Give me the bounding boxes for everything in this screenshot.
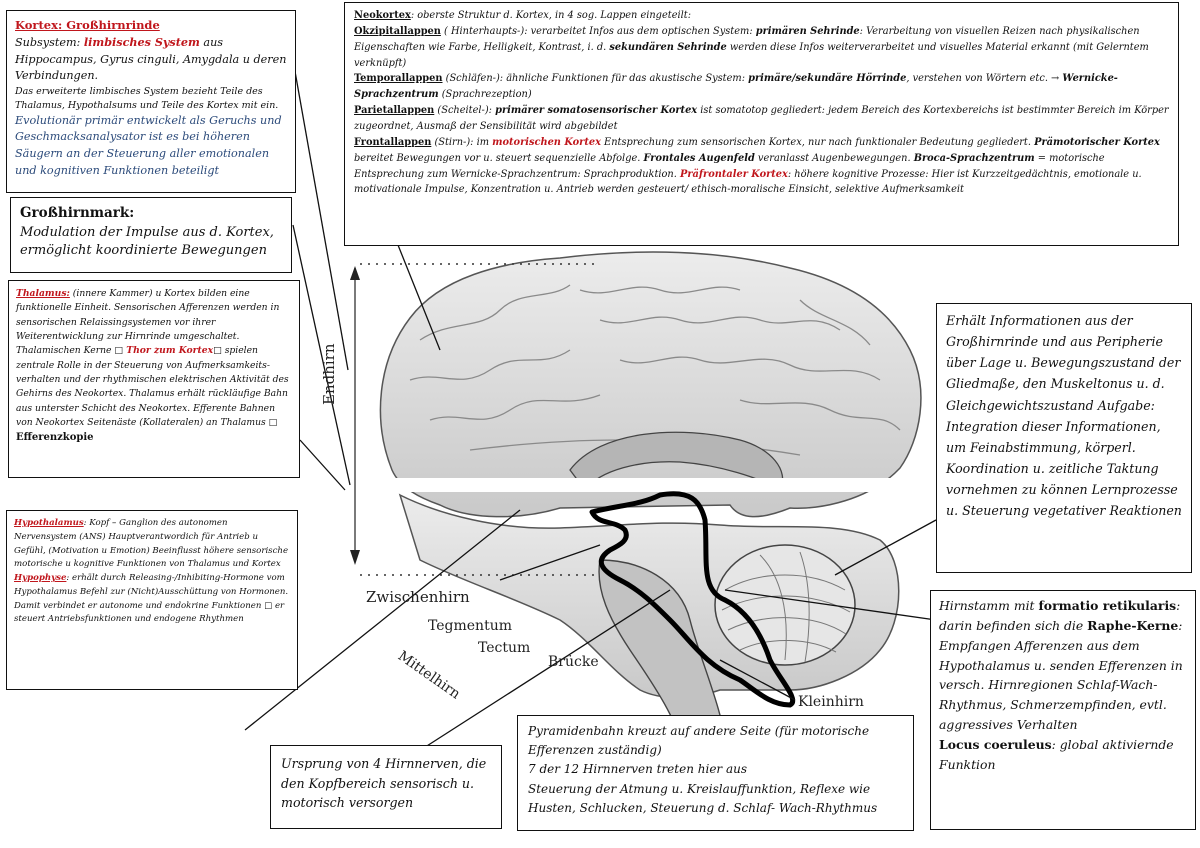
label-kleinhirn: Kleinhirn xyxy=(798,694,864,710)
pyramiden-l2: 7 der 12 Hirnnerven treten hier aus xyxy=(528,762,748,777)
pyramiden-box: Pyramidenbahn kreuzt auf andere Seite (f… xyxy=(517,715,914,831)
label-tegmentum: Tegmentum xyxy=(428,618,512,634)
neokortex-box: Neokortex: oberste Struktur d. Kortex, i… xyxy=(344,2,1179,246)
white-band xyxy=(290,478,930,492)
grosshirnmark-heading: Großhirnmark: xyxy=(20,205,135,221)
frontallappen-text: Frontallappen (Stirn-): im motorischen K… xyxy=(354,136,1160,196)
grosshirnmark-box: Großhirnmark: Modulation der Impulse aus… xyxy=(10,197,292,273)
hypothalamus-text: Hypothalamus: Kopf – Ganglion des autono… xyxy=(14,518,289,570)
hirnstamm-box: Hirnstamm mit formatio retikularis: dari… xyxy=(930,590,1196,830)
kortex-subsystem: Subsystem: limbisches System aus Hippoca… xyxy=(15,35,287,83)
kortex-evolution: Evolutionär primär entwickelt als Geruch… xyxy=(15,113,282,177)
raphe-text: Empfangen Afferenzen aus dem Hypothalamu… xyxy=(939,637,1183,733)
hypophyse-text: Hypophyse: erhält durch Releasing-/Inhib… xyxy=(14,573,289,625)
label-tectum: Tectum xyxy=(478,640,531,656)
label-endhirn: Endhirn xyxy=(320,343,338,405)
hirnstamm-text: Hirnstamm mit formatio retikularis: dari… xyxy=(939,598,1183,633)
temporallappen-text: Temporallappen (Schläfen-): ähnliche Fun… xyxy=(354,73,1118,101)
hirnnerven-text: Ursprung von 4 Hirnnerven, die den Kopfb… xyxy=(281,756,487,811)
kleinhirn-text: Erhält Informationen aus der Großhirnrin… xyxy=(946,313,1182,519)
grosshirnmark-text: Modulation der Impulse aus d. Kortex, er… xyxy=(20,224,274,259)
hirnnerven-box: Ursprung von 4 Hirnnerven, die den Kopfb… xyxy=(270,745,502,829)
thalamus-box: Thalamus: (innere Kammer) u Kortex bilde… xyxy=(8,280,300,478)
locus-text: Locus coeruleus: global aktiviernde Funk… xyxy=(939,736,1174,772)
hypothalamus-box: Hypothalamus: Kopf – Ganglion des autono… xyxy=(6,510,298,690)
label-zwischenhirn: Zwischenhirn xyxy=(366,588,470,606)
kleinhirn-box: Erhält Informationen aus der Großhirnrin… xyxy=(936,303,1192,573)
thalamus-text: Thalamus: (innere Kammer) u Kortex bilde… xyxy=(16,288,289,429)
neokortex-text: Neokortex: oberste Struktur d. Kortex, i… xyxy=(354,10,691,21)
kortex-box: Kortex: Großhirnrinde Subsystem: limbisc… xyxy=(6,10,296,193)
label-bruecke: Brücke xyxy=(548,654,599,670)
parietallappen-text: Parietallappen (Scheitel-): primärer som… xyxy=(354,105,1169,133)
pyramiden-l3: Steuerung der Atmung u. Kreislauffunktio… xyxy=(528,781,878,815)
thalamus-efferenz: Efferenzkopie xyxy=(16,432,94,444)
cerebrum-shape xyxy=(379,251,922,518)
kortex-extended: Das erweiterte limbisches System bezieht… xyxy=(15,85,279,111)
brainstem-outline xyxy=(589,491,795,708)
pyramiden-l1: Pyramidenbahn kreuzt auf andere Seite (f… xyxy=(528,724,870,758)
kortex-heading: Kortex: Großhirnrinde xyxy=(15,18,160,32)
okzipitallappen-text: Okzipitallappen ( Hinterhaupts-): verarb… xyxy=(354,25,1149,69)
